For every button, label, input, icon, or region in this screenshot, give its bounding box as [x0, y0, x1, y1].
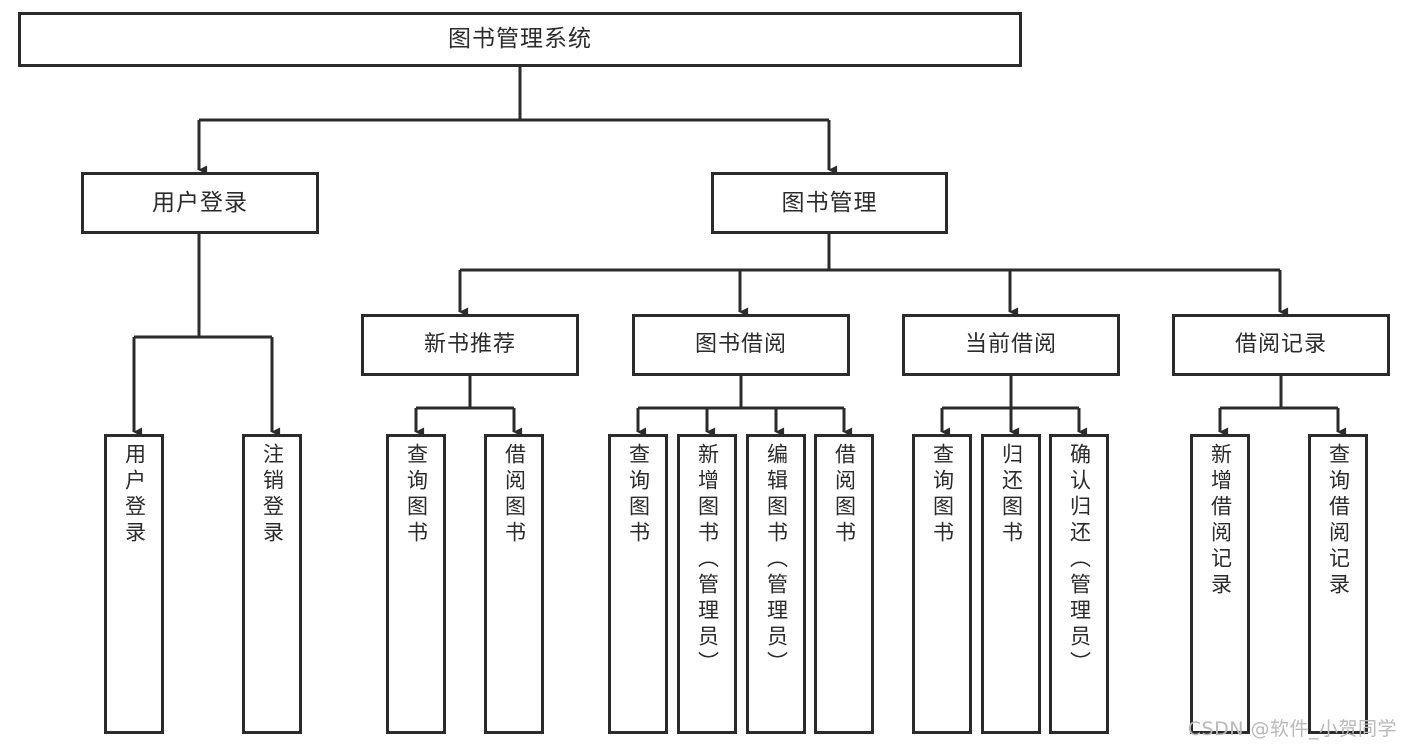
- node-label: 借阅图书: [502, 443, 527, 547]
- node-label: 编辑图书（管理员）: [764, 443, 789, 677]
- node-borrow-record[interactable]: 借阅记录: [1172, 314, 1390, 376]
- node-leaf-confirm-return[interactable]: 确认归还（管理员）: [1049, 434, 1109, 734]
- node-leaf-query-book-2[interactable]: 查询图书: [608, 434, 668, 734]
- node-label: 用户登录: [122, 443, 147, 547]
- node-root[interactable]: 图书管理系统: [18, 12, 1022, 67]
- node-label: 图书管理系统: [448, 26, 592, 53]
- node-new-book-rec[interactable]: 新书推荐: [361, 314, 579, 376]
- node-label: 用户登录: [152, 189, 248, 216]
- node-leaf-edit-book[interactable]: 编辑图书（管理员）: [746, 434, 806, 734]
- node-label: 查询图书: [930, 443, 955, 547]
- node-label: 查询图书: [626, 443, 651, 547]
- node-leaf-query-book-1[interactable]: 查询图书: [386, 434, 446, 734]
- node-label: 图书借阅: [694, 332, 787, 358]
- node-leaf-add-record[interactable]: 新增借阅记录: [1190, 434, 1250, 734]
- node-leaf-add-book[interactable]: 新增图书（管理员）: [677, 434, 737, 734]
- node-leaf-query-record[interactable]: 查询借阅记录: [1308, 434, 1368, 734]
- node-label: 查询图书: [404, 443, 429, 547]
- node-label: 归还图书: [999, 443, 1024, 547]
- node-label: 确认归还（管理员）: [1067, 443, 1092, 677]
- node-leaf-borrow-book-2[interactable]: 借阅图书: [814, 434, 874, 734]
- node-leaf-user-login[interactable]: 用户登录: [104, 434, 164, 734]
- node-book-manage[interactable]: 图书管理: [711, 172, 948, 234]
- node-leaf-user-logout[interactable]: 注销登录: [242, 434, 302, 734]
- node-leaf-return-book[interactable]: 归还图书: [981, 434, 1041, 734]
- node-leaf-query-book-3[interactable]: 查询图书: [912, 434, 972, 734]
- node-book-borrow[interactable]: 图书借阅: [632, 314, 850, 376]
- node-label: 当前借阅: [964, 332, 1057, 358]
- node-label: 新增图书（管理员）: [695, 443, 720, 677]
- node-label: 借阅记录: [1234, 332, 1327, 358]
- node-label: 新增借阅记录: [1208, 443, 1233, 599]
- watermark-text: CSDN @软件_小贺同学: [1187, 718, 1397, 740]
- node-label: 查询借阅记录: [1326, 443, 1351, 599]
- node-current-borrow[interactable]: 当前借阅: [902, 314, 1120, 376]
- node-label: 新书推荐: [423, 332, 516, 358]
- node-label: 图书管理: [781, 189, 878, 216]
- node-user-login[interactable]: 用户登录: [81, 172, 319, 234]
- node-label: 注销登录: [260, 443, 285, 547]
- node-label: 借阅图书: [832, 443, 857, 547]
- node-leaf-borrow-book-1[interactable]: 借阅图书: [484, 434, 544, 734]
